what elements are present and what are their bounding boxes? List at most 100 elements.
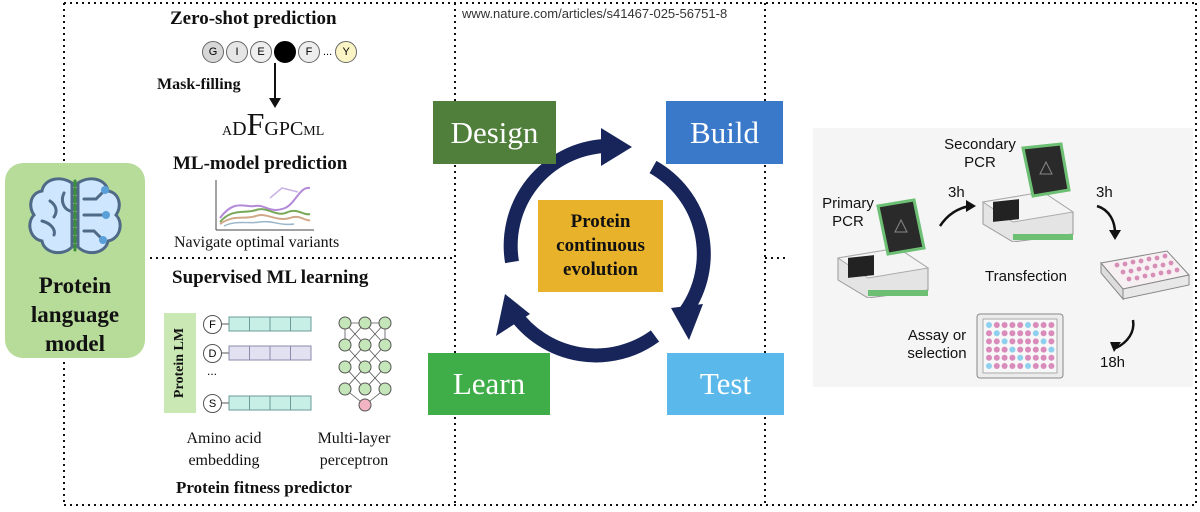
plate-well [986, 338, 992, 345]
plate-well [1001, 363, 1008, 369]
plate-well [1025, 330, 1031, 337]
plate-well [1040, 338, 1047, 345]
plate-well [993, 330, 1000, 337]
plate-well [1040, 330, 1047, 337]
fitness-predictor-label: Protein fitness predictor [176, 478, 352, 497]
amino-acid-embedding-label: Amino acid embedding [186, 430, 262, 469]
time-3h-a: 3h [948, 184, 965, 201]
plate-well [1040, 322, 1047, 328]
design-box: Design [433, 101, 556, 164]
plm-title: Protein language model [30, 273, 120, 356]
build-label: Build [690, 114, 759, 150]
plate-well [1025, 354, 1031, 361]
plate-well [993, 363, 1000, 369]
source-url: www.nature.com/articles/s41467-025-56751… [462, 6, 728, 21]
plate-transfection-icon [1100, 250, 1190, 301]
plate-well [1048, 346, 1055, 353]
plate-well [986, 363, 992, 369]
seq-d: D [232, 118, 247, 140]
plate-well [1017, 330, 1024, 337]
assay-label: Assay or selection [907, 327, 967, 362]
plate-well [1048, 354, 1055, 361]
transfection-label: Transfection [985, 268, 1067, 285]
plate-well [1001, 322, 1008, 328]
plate-well [993, 346, 1000, 353]
plate-well [1025, 338, 1031, 345]
token-y: Y [335, 41, 358, 63]
landscape-plot-icon [215, 180, 314, 231]
plate-well [986, 322, 992, 328]
center-label: Protein continuous evolution [556, 211, 645, 280]
seq-a: A [222, 124, 233, 139]
plate-well [1025, 346, 1031, 353]
token-mask [274, 41, 296, 63]
thermocycler-secondary-icon [981, 142, 1075, 242]
plate-well [1009, 363, 1016, 369]
plate-well [1032, 338, 1039, 345]
plm-box: Protein language model [5, 163, 145, 358]
plate-well [993, 338, 1000, 345]
plate-well [1048, 330, 1055, 337]
secondary-pcr-label: Secondary PCR [944, 136, 1016, 171]
seq-gpc: GPC [264, 118, 304, 140]
plate-well [1040, 354, 1047, 361]
plate-well [1025, 363, 1031, 369]
center-box: Protein continuous evolution [538, 200, 663, 292]
plate-well [1048, 322, 1055, 328]
protein-lm-bar: Protein LM [164, 313, 196, 413]
plate-well [1017, 322, 1024, 328]
primary-pcr-label: Primary PCR [822, 195, 874, 230]
plate-well [1017, 363, 1024, 369]
residue-d: D [203, 344, 222, 363]
plate-well [1032, 354, 1039, 361]
time-3h-b: 3h [1096, 184, 1113, 201]
plate-well [1001, 346, 1008, 353]
plate-assay-icon [976, 313, 1064, 379]
plate-well [1032, 346, 1039, 353]
plate-well [1032, 330, 1039, 337]
token-ellipsis: ... [323, 46, 333, 58]
thermocycler-primary-icon [836, 198, 930, 298]
protein-lm-label: Protein LM [172, 327, 187, 399]
plate-well [1009, 346, 1016, 353]
plate-well [1009, 338, 1016, 345]
plate-well [1017, 346, 1024, 353]
plate-well [1017, 354, 1024, 361]
plate-well [1001, 330, 1008, 337]
plate-well [993, 354, 1000, 361]
supervised-title: Supervised ML learning [172, 267, 369, 288]
residue-s: S [203, 394, 222, 413]
plate-well [1001, 354, 1008, 361]
mask-filling-label: Mask-filling [157, 76, 241, 93]
mlp-network-icon [338, 316, 392, 412]
design-label: Design [450, 114, 539, 150]
plate-well [1048, 363, 1055, 369]
plate-well [1009, 322, 1016, 328]
residue-ellipsis: ... [207, 364, 218, 378]
plate-well [1009, 354, 1016, 361]
plate-well [1017, 338, 1024, 345]
plate-well [1048, 338, 1055, 345]
time-18h: 18h [1100, 354, 1126, 371]
seq-f: F [246, 106, 265, 142]
learn-label: Learn [452, 366, 526, 401]
token-i: I [226, 41, 248, 63]
plate-well [986, 330, 992, 337]
token-g: G [202, 41, 224, 63]
plate-well [1001, 338, 1008, 345]
plate-well [993, 322, 1000, 328]
test-box: Test [667, 353, 784, 415]
brain-icon [28, 177, 122, 255]
ml-prediction-caption: Navigate optimal variants [174, 234, 340, 251]
build-box: Build [666, 101, 783, 164]
predicted-sequence: ADFGPCML [222, 106, 324, 143]
token-f: F [298, 41, 320, 63]
ml-prediction-title: ML-model prediction [173, 153, 348, 174]
token-e: E [250, 41, 272, 63]
seq-ml: ML [303, 124, 325, 139]
plate-well [1025, 322, 1031, 328]
plate-well [986, 346, 992, 353]
mlp-label: Multi-layer perceptron [317, 430, 391, 469]
test-label: Test [699, 366, 752, 401]
